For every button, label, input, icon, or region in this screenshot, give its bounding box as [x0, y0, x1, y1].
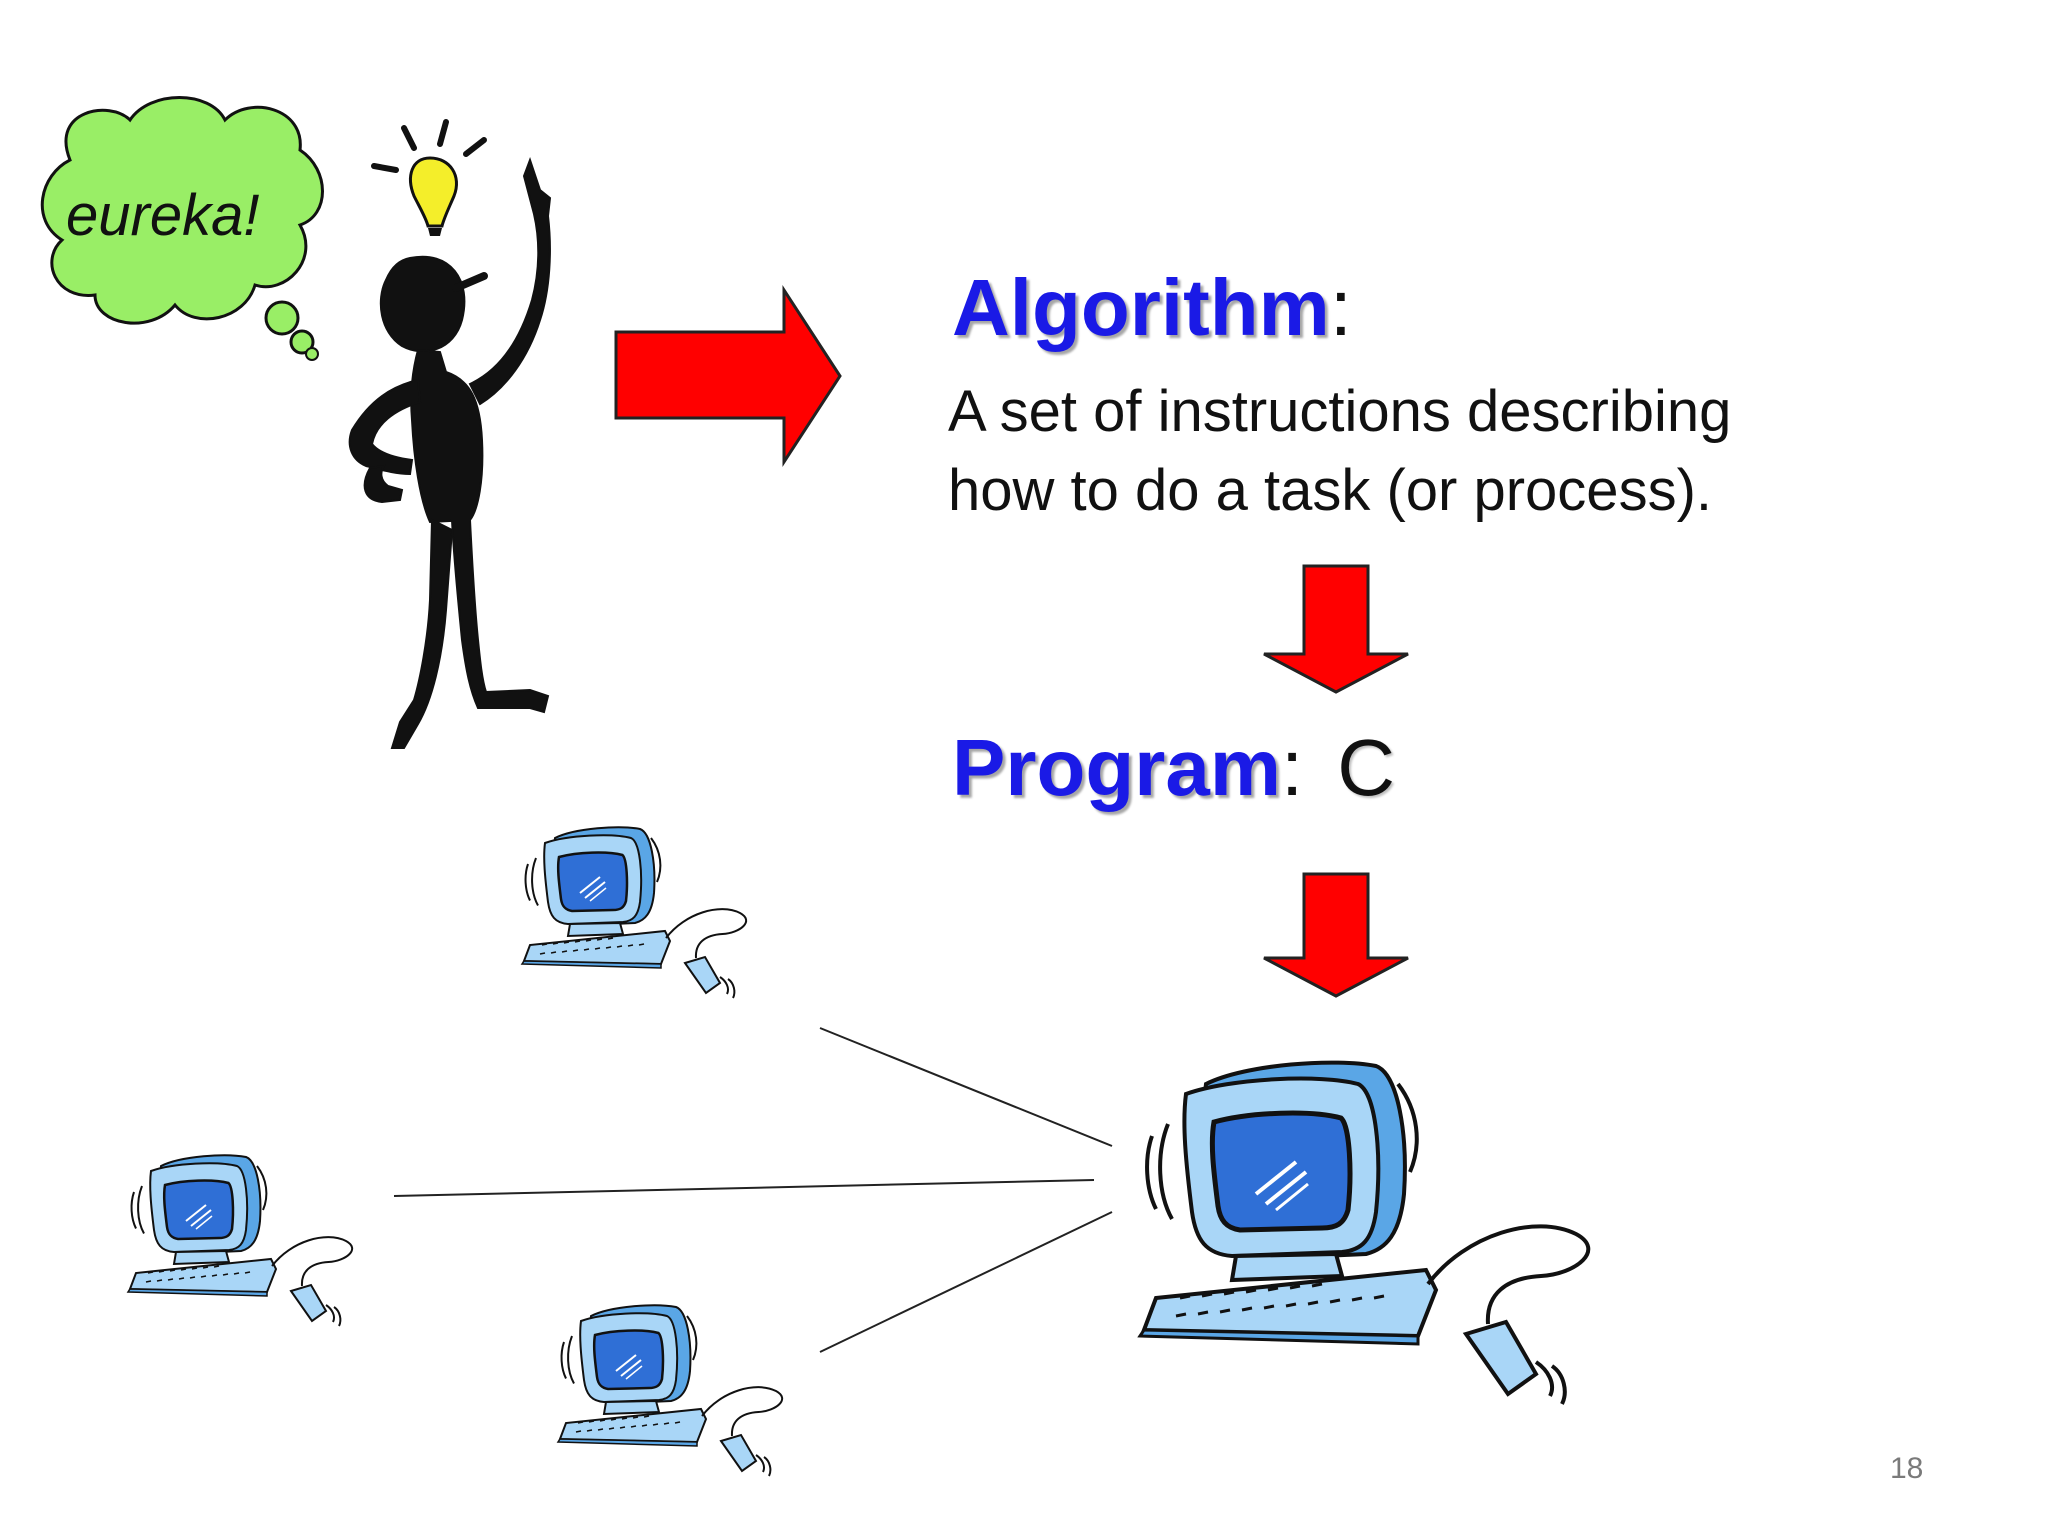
arrow-down-icon [1263, 564, 1409, 694]
arrow-down-icon [1263, 872, 1409, 998]
program-language: C [1337, 723, 1395, 812]
thought-bubble-text: eureka! [66, 183, 260, 248]
computer-icon [126, 1154, 354, 1328]
light-bulb-icon [371, 119, 487, 236]
algorithm-description-line: A set of instructions describing [948, 379, 1732, 444]
arrow-right-icon [614, 284, 842, 468]
program-term: Program [952, 723, 1281, 812]
algorithm-description: A set of instructions describing how to … [948, 372, 1731, 530]
algorithm-term: Algorithm [952, 263, 1330, 352]
person-with-idea-icon [348, 157, 552, 749]
thought-bubble-icon [40, 96, 324, 361]
computer-icon [520, 826, 748, 1000]
network-lines [393, 1027, 1113, 1353]
algorithm-description-line: how to do a task (or process). [948, 458, 1712, 523]
page-number: 18 [1890, 1452, 1924, 1485]
algorithm-colon: : [1329, 263, 1352, 352]
program-heading: Program:C [952, 728, 1395, 808]
computer-icon [1140, 1063, 1588, 1404]
program-colon: : [1280, 723, 1304, 812]
computer-icon [556, 1304, 784, 1478]
algorithm-heading: Algorithm: [952, 268, 1352, 348]
